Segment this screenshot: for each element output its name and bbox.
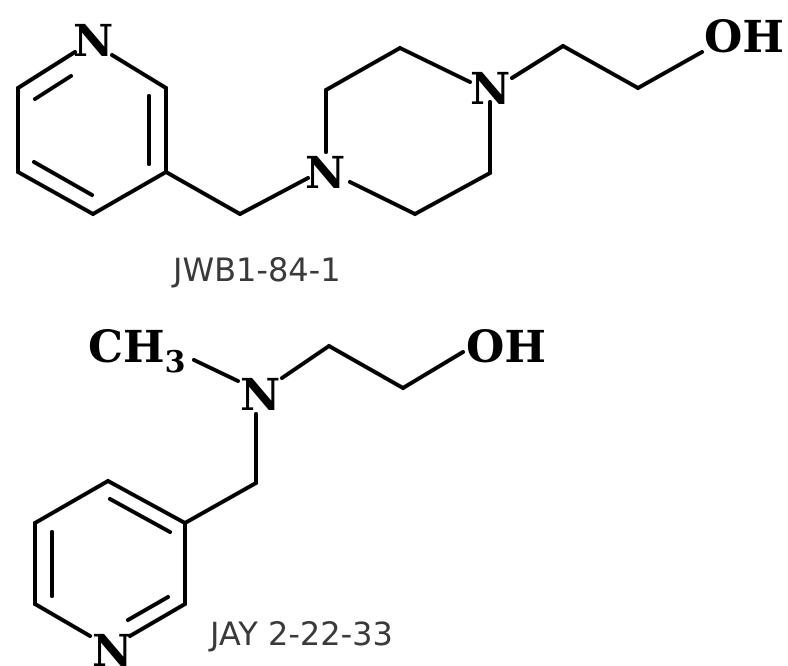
pyridine-nitrogen-label: N	[92, 626, 132, 666]
compound-caption: JAY 2-22-33	[208, 615, 393, 653]
pyridine-nitrogen-label: N	[73, 16, 113, 67]
methyl-label: CH3	[88, 322, 185, 380]
piperazine-nitrogen-label: N	[305, 148, 345, 199]
amine-bonds	[183, 344, 465, 525]
pyridine-ring-2	[33, 479, 187, 638]
pyridine-ring-1	[16, 50, 168, 216]
amine-nitrogen-label: N	[240, 370, 280, 421]
compound-caption: JWB1-84-1	[171, 251, 341, 289]
molecule-jwb1-84-1: N N N OH JWB1-84-1	[16, 12, 784, 289]
hydroxyl-label: OH	[466, 322, 546, 373]
methylene-linker-1	[164, 170, 310, 216]
molecule-jay-2-22-33: CH3 N OH N JAY 2-22-33	[33, 322, 546, 666]
hydroxyl-label: OH	[704, 12, 784, 63]
hydroxyethyl-chain-1	[510, 44, 704, 90]
piperazine-nitrogen-label: N	[470, 64, 510, 115]
piperazine-ring	[324, 46, 492, 216]
